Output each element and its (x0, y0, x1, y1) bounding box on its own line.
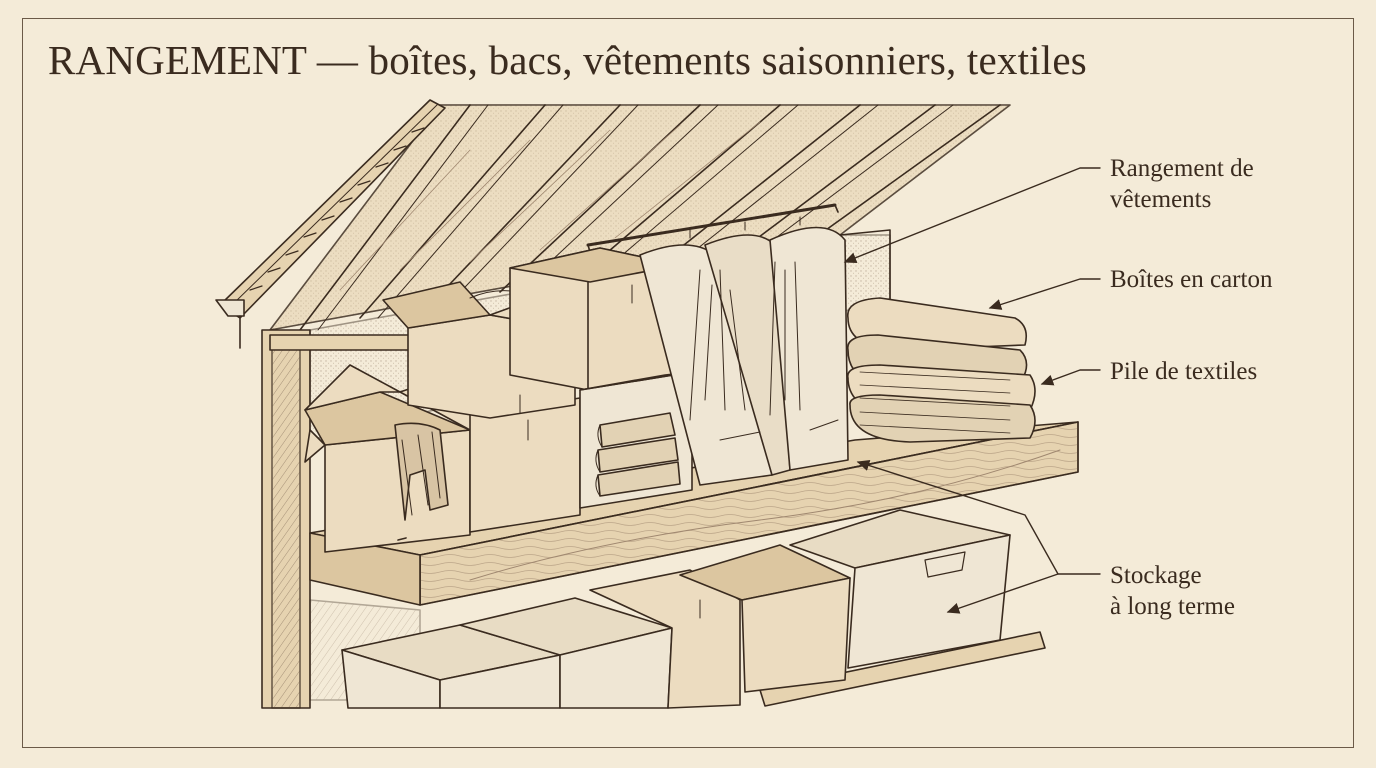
label-cardboard-text: Boîtes en carton (1110, 266, 1273, 293)
lower-storage-bins (341, 509, 1011, 709)
label-longterm-line1: Stockage (1110, 562, 1202, 589)
label-textiles-text: Pile de textiles (1110, 358, 1258, 385)
sloped-roof (215, 99, 1011, 349)
clear-bin-textiles (579, 371, 693, 509)
diagram-border (22, 18, 1354, 748)
label-long-term-storage: Stockage à long terme (1110, 560, 1235, 622)
label-clothing-line2: vêtements (1110, 186, 1212, 213)
label-cardboard-boxes: Boîtes en carton (1110, 264, 1272, 295)
label-clothing-storage: Rangement de vêtements (1110, 153, 1254, 215)
label-longterm-line2: à long terme (1110, 593, 1235, 620)
label-leader-lines (843, 167, 1101, 614)
stacked-cardboard-boxes (382, 247, 681, 533)
page-title: RANGEMENT — boîtes, bacs, vêtements sais… (48, 37, 1087, 83)
label-clothing-line1: Rangement de (1110, 155, 1254, 182)
label-textile-stack: Pile de textiles (1110, 356, 1257, 387)
garment-bags (639, 216, 849, 486)
folded-textiles-stack (847, 297, 1036, 443)
